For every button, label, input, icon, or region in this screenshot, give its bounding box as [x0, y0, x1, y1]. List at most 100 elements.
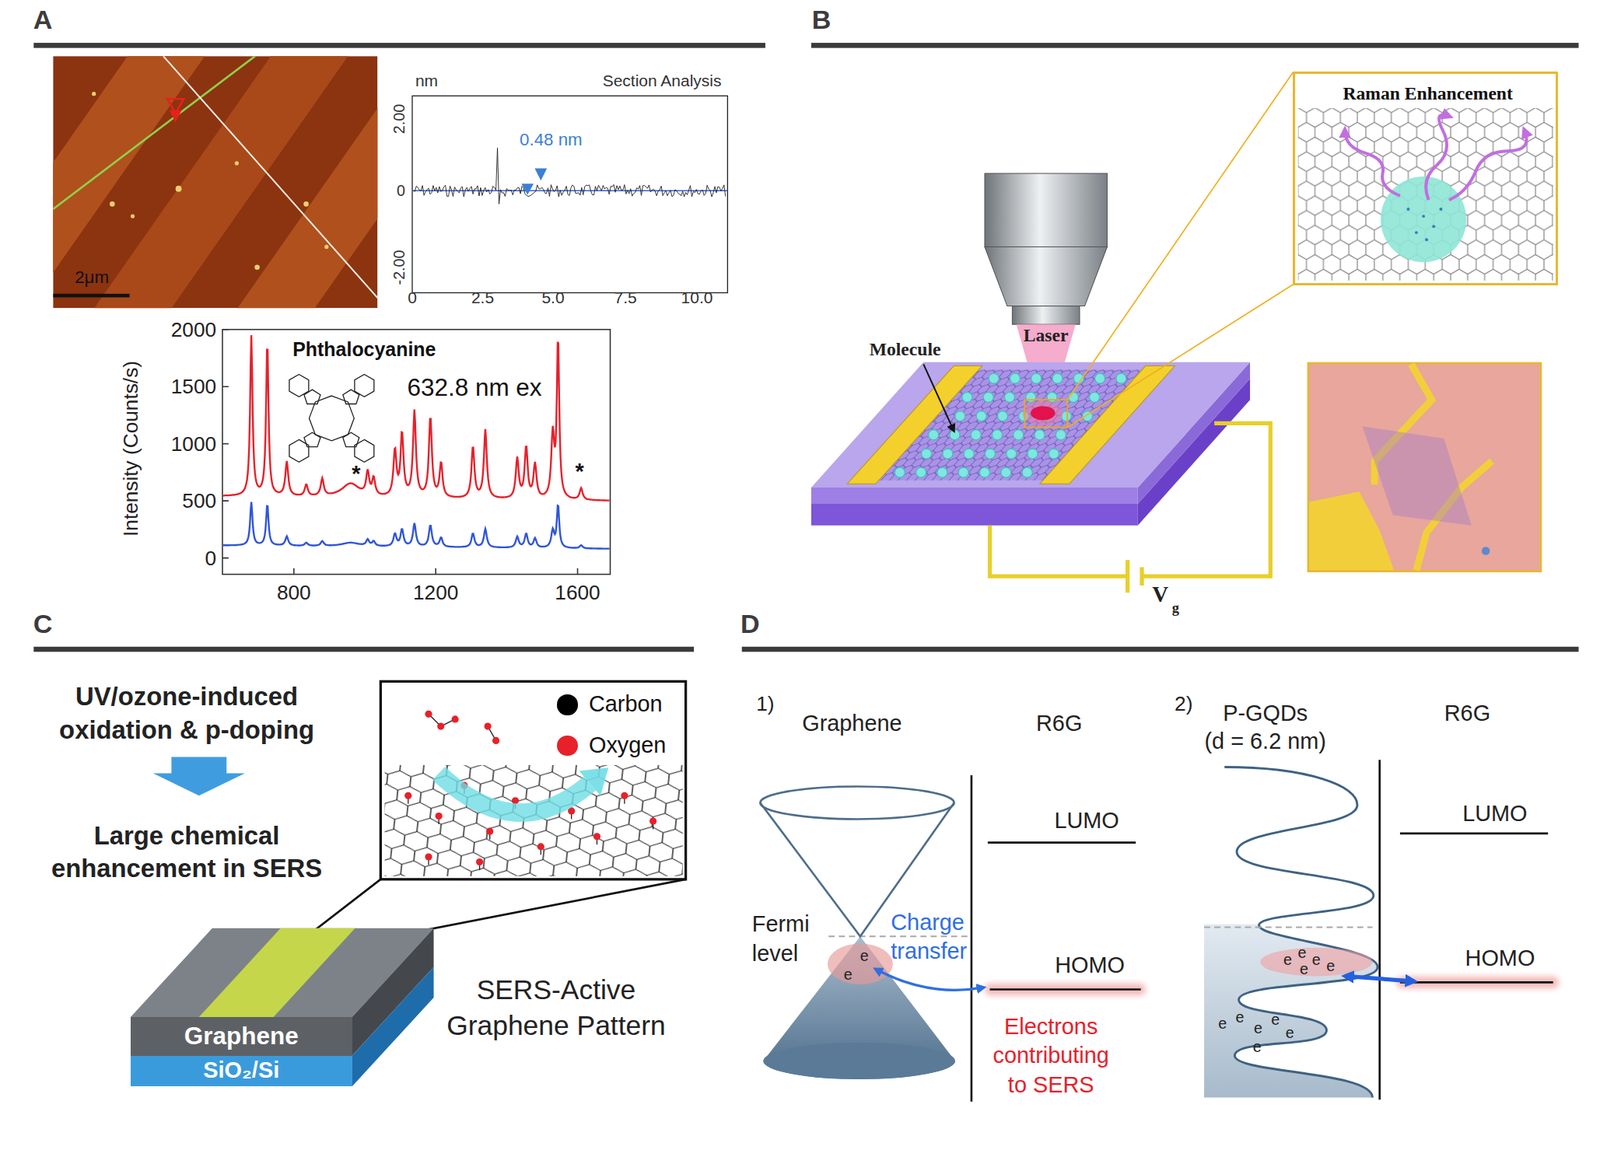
molecule-dots — [1006, 448, 1017, 459]
label-text: 2000 — [171, 318, 217, 342]
molecule-dots — [916, 467, 927, 478]
label-text: 632.8 nm ex — [406, 373, 542, 402]
label-text: Fermi level — [752, 910, 829, 970]
lattice-inset-art — [476, 858, 484, 866]
molecule-dots — [928, 430, 939, 441]
lattice-inset-art — [451, 715, 459, 723]
afm-image — [52, 56, 256, 210]
label-text: 2) — [1174, 692, 1193, 716]
label-text: Phthalocyanine — [292, 337, 436, 361]
label-text: 5.0 — [541, 288, 564, 308]
afm-image — [303, 201, 309, 207]
molecule-dots — [1116, 373, 1127, 384]
graphene-slab — [130, 928, 435, 1087]
lattice-inset-art — [579, 767, 610, 796]
label-text: Intensity (Counts/s) — [119, 360, 143, 537]
optical-photo — [1309, 491, 1394, 571]
phthalocyanine-structure — [354, 439, 375, 463]
raman-inset-art — [1449, 130, 1527, 200]
graphene-band-diagram — [987, 841, 1136, 844]
raman-inset-art — [1292, 71, 1558, 286]
raman-inset-art — [1431, 224, 1436, 228]
phthalocyanine-structure — [343, 389, 360, 404]
section-plot — [521, 183, 534, 195]
gqd-band-diagram — [1396, 976, 1560, 989]
node-text: 2μm — [74, 267, 109, 288]
graphene-band-diagram — [763, 1043, 956, 1080]
lattice-inset-art — [380, 681, 686, 880]
graphene-band-diagram — [875, 969, 984, 991]
raman-spectrum — [222, 329, 611, 575]
phthalocyanine-structure — [289, 374, 375, 463]
label-text: 500 — [182, 489, 217, 513]
graphene-band-diagram — [827, 944, 893, 985]
label-text: 1600 — [554, 581, 600, 605]
label-text: 1) — [756, 692, 774, 716]
afm-image — [130, 213, 135, 218]
label-text: e — [1326, 957, 1335, 976]
device-substrate — [811, 362, 1250, 526]
molecule-dots — [976, 411, 987, 422]
gqd-band-diagram — [1400, 833, 1548, 836]
afm-image: 2μm — [52, 56, 378, 309]
molecule-dots — [1004, 392, 1015, 403]
molecule-dots — [1048, 448, 1059, 459]
label-text: 1200 — [413, 581, 459, 605]
graphene-band-diagram — [759, 775, 1146, 1103]
laser-spot — [1030, 406, 1055, 421]
section-plot — [413, 147, 725, 204]
gqd-band-diagram — [1224, 767, 1378, 1099]
raman-inset-art — [1406, 207, 1410, 211]
afm-image — [91, 91, 96, 96]
graphene-slab — [199, 928, 356, 1018]
zoom-line — [1067, 284, 1293, 428]
molecule-dots — [937, 467, 948, 478]
label-text: * — [575, 459, 585, 486]
panel-header-bar — [811, 42, 1579, 49]
label-text: e — [1253, 1038, 1262, 1057]
lattice-inset-art — [424, 853, 432, 861]
optical-photo — [1308, 363, 1541, 572]
lattice-inset-art — [486, 828, 494, 836]
node-text: Raman Enhancement — [1342, 83, 1513, 105]
label-text: 2.5 — [471, 288, 494, 308]
label-text: HOMO — [1054, 953, 1125, 980]
electrode — [847, 366, 982, 485]
label-text: e — [1312, 951, 1321, 970]
molecule-dots — [1027, 448, 1038, 459]
label-text: Laser — [1023, 325, 1069, 347]
molecule-dots — [894, 467, 905, 478]
molecule-dots — [970, 430, 981, 441]
molecule-dots — [963, 448, 974, 459]
molecule-dots — [997, 411, 1008, 422]
lattice-inset-art — [537, 843, 545, 851]
lattice-inset-art — [437, 722, 445, 730]
device-substrate — [811, 362, 1250, 488]
raman-inset-art — [1425, 115, 1450, 200]
molecule-dots — [983, 392, 994, 403]
raman-inset-art — [1344, 130, 1401, 197]
microscope-objective — [984, 173, 1107, 247]
molecule-dots — [991, 430, 1002, 441]
phthalocyanine-structure — [304, 432, 321, 447]
gate-circuit — [1139, 567, 1144, 586]
label-text: LUMO — [1462, 801, 1527, 827]
label-text: * — [351, 461, 361, 487]
raman-spectrum — [223, 502, 610, 550]
label-text: -2.00 — [390, 249, 409, 285]
microscope-objective — [984, 173, 1107, 325]
molecule-dots — [1013, 430, 1024, 441]
lattice-inset-art — [380, 681, 686, 880]
graphene-slab — [352, 967, 435, 1087]
phthalocyanine-structure — [289, 374, 309, 397]
label-text: e — [1285, 1023, 1295, 1042]
molecule-dots — [962, 392, 973, 403]
laser-spot — [1022, 399, 1068, 428]
lattice-inset-art — [435, 812, 443, 820]
label-text: e — [1235, 1008, 1244, 1027]
lattice-inset-art — [385, 765, 683, 877]
label-text: HOMO — [1465, 946, 1536, 973]
afm-image — [169, 110, 183, 123]
